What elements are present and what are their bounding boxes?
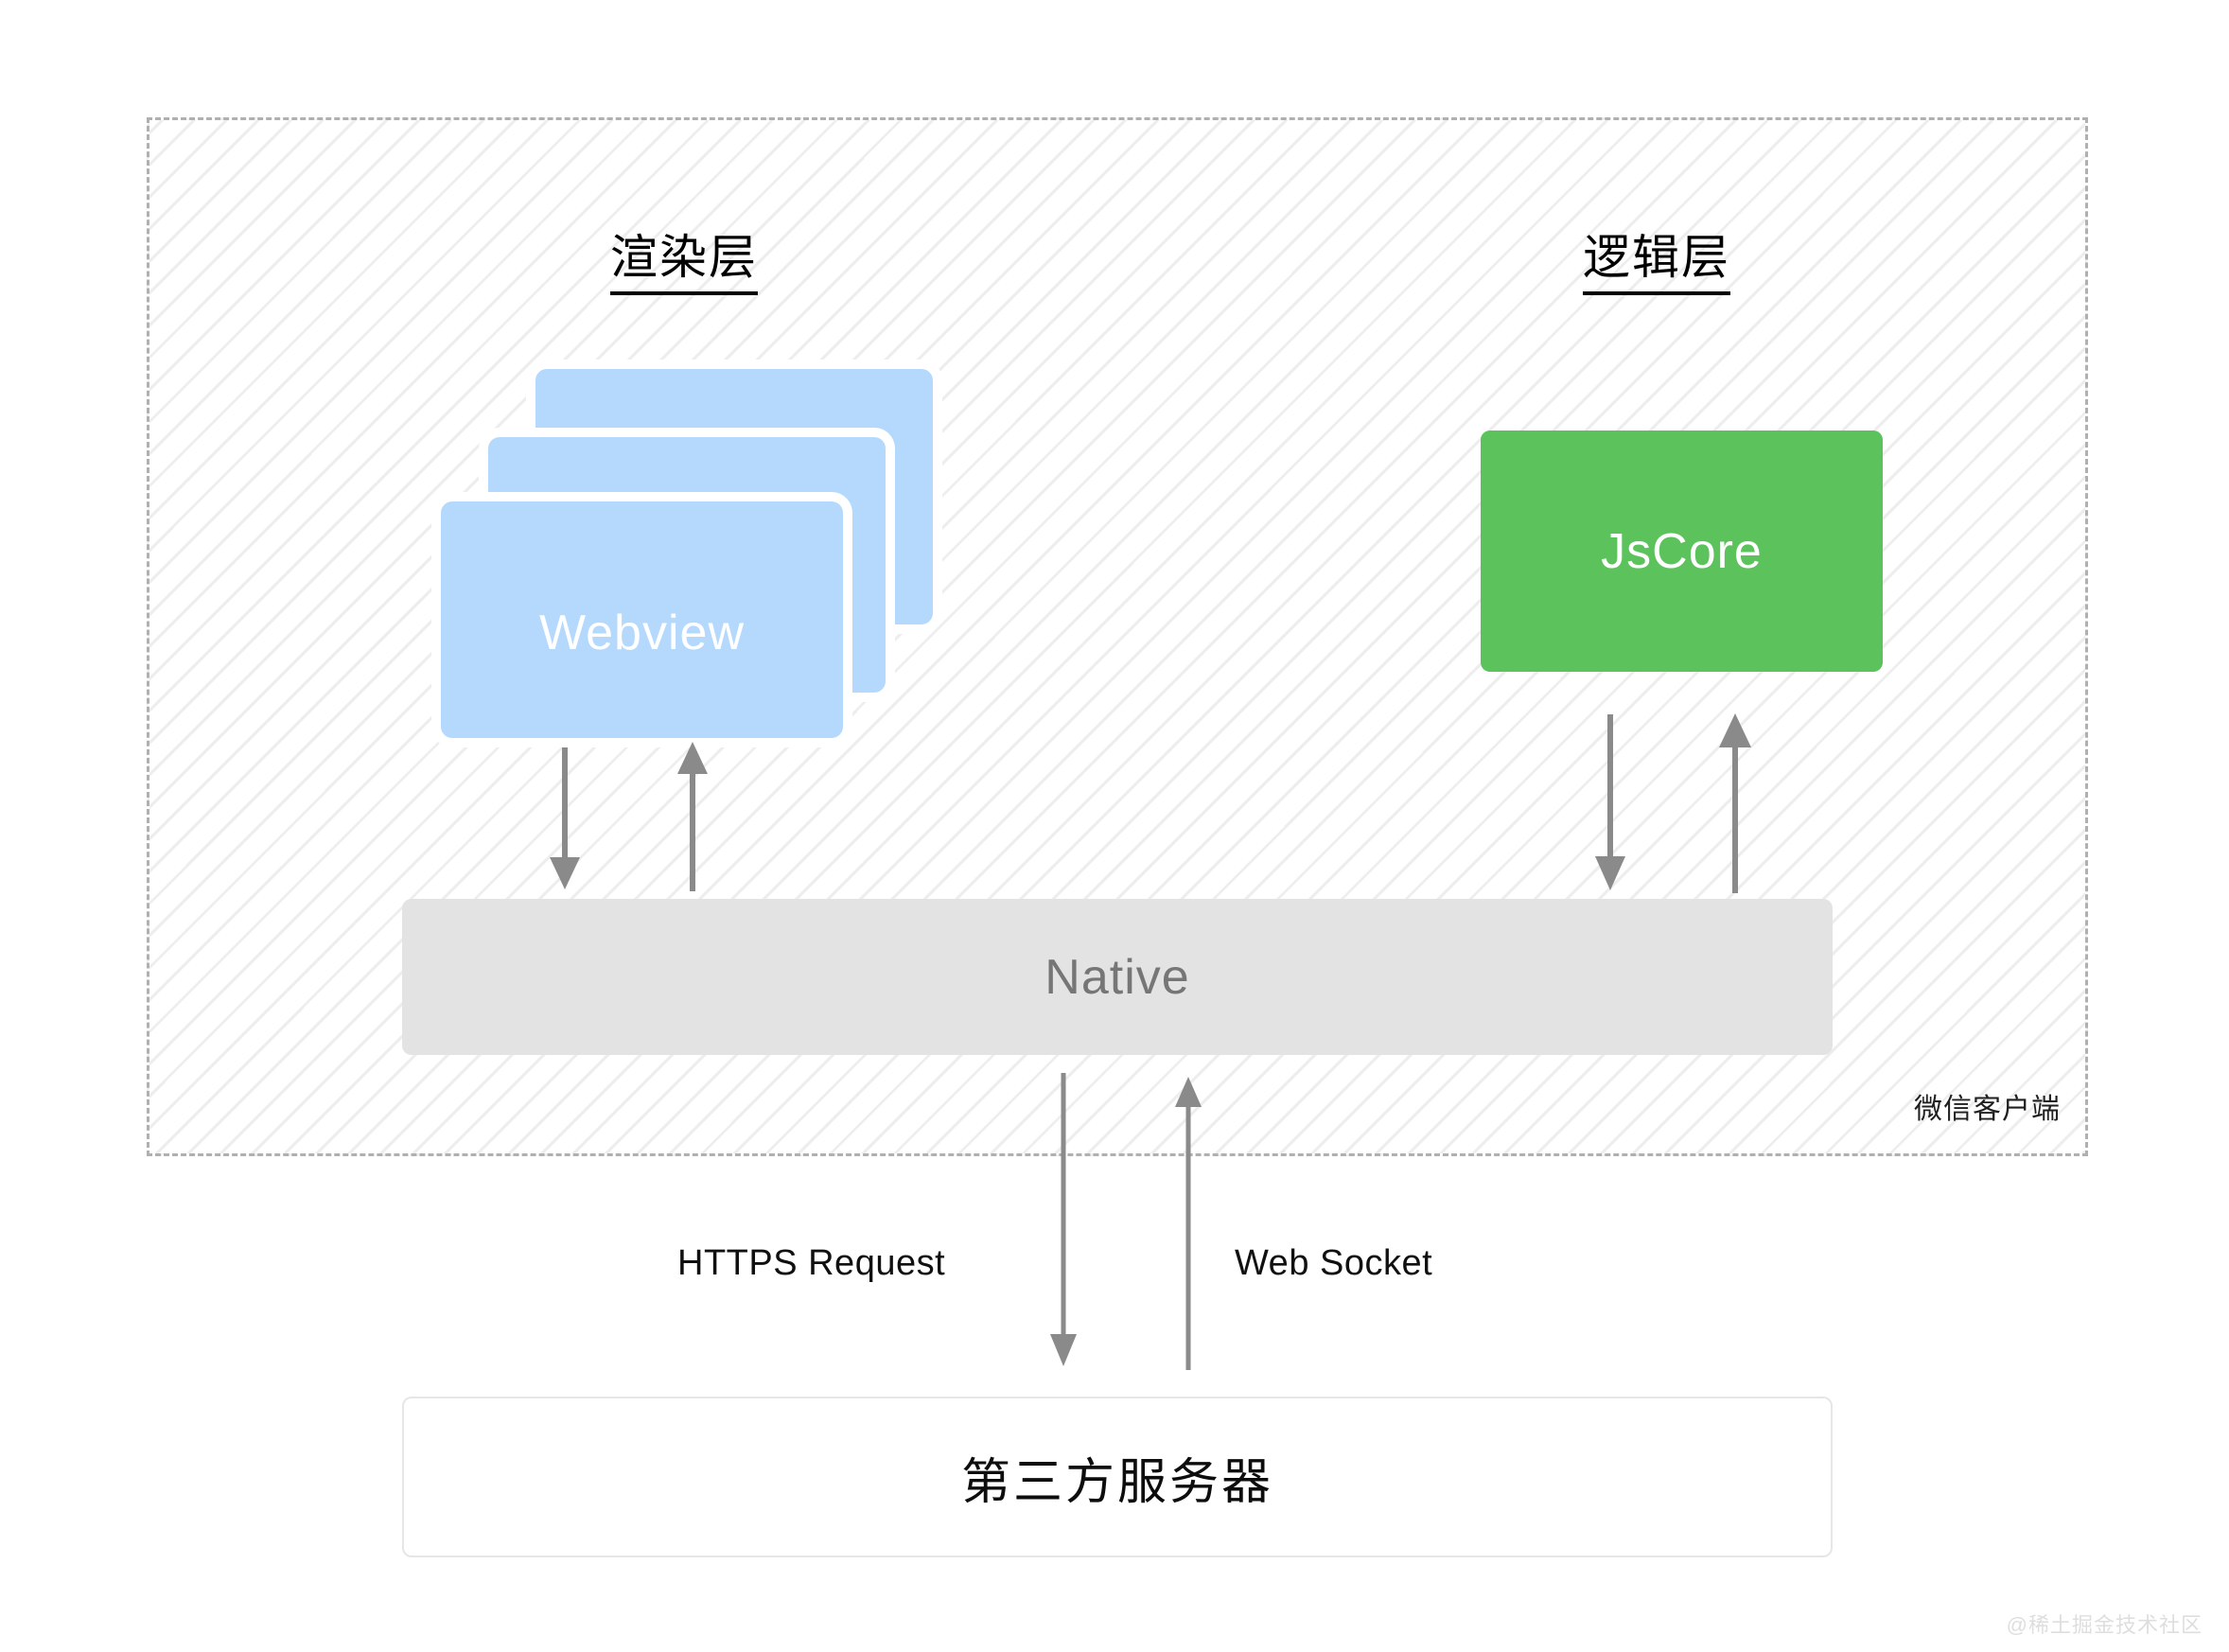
webview-card-front: Webview (441, 501, 843, 738)
arrow-web-socket-up-icon (1169, 1077, 1207, 1370)
third-party-server-box: 第三方服务器 (402, 1397, 1833, 1557)
native-label: Native (1044, 949, 1190, 1005)
native-bar: Native (402, 899, 1833, 1055)
render-layer-title: 渲染层 (610, 220, 758, 295)
jscore-box: JsCore (1481, 431, 1883, 672)
web-socket-label: Web Socket (1235, 1243, 1433, 1283)
logic-layer-title: 逻辑层 (1583, 220, 1730, 295)
https-request-label: HTTPS Request (677, 1243, 946, 1283)
jscore-label: JsCore (1601, 523, 1763, 579)
arrow-webview-to-native-down-icon (544, 747, 586, 891)
arrow-native-to-webview-up-icon (672, 740, 713, 891)
third-party-server-label: 第三方服务器 (960, 1454, 1273, 1510)
webview-label: Webview (538, 606, 745, 660)
arrow-https-request-down-icon (1044, 1073, 1082, 1368)
watermark: @稀土掘金技术社区 (2006, 1613, 2203, 1637)
wechat-client-label: 微信客户端 (1914, 1094, 2061, 1125)
arrow-jscore-to-native-down-icon (1589, 714, 1631, 892)
arrow-native-to-jscore-up-icon (1714, 712, 1756, 893)
